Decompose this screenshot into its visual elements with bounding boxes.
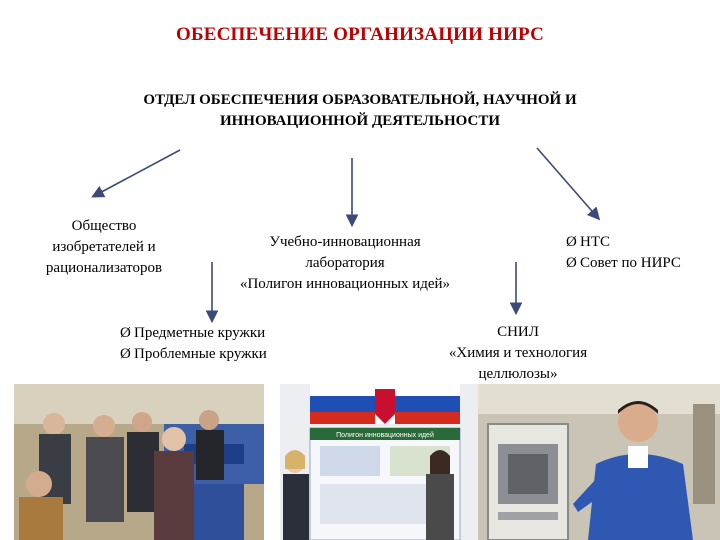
arrow-to-ntc — [536, 147, 601, 221]
department-heading: ОТДЕЛ ОБЕСПЕЧЕНИЯ ОБРАЗОВАТЕЛЬНОЙ, НАУЧН… — [60, 90, 660, 132]
arrow-bullet-icon: Ø — [566, 234, 577, 250]
node-line: целлюлозы» — [478, 366, 558, 382]
node-line: «Полигон инновационных идей» — [239, 276, 451, 292]
arrow-to-society — [91, 149, 181, 198]
arrow-bullet-icon: Ø — [120, 325, 131, 341]
node-line: Общество — [71, 218, 137, 234]
node-snil-lab: СНИЛ «Химия и технология целлюлозы» — [410, 322, 626, 385]
node-line: Учебно-инновационная — [269, 234, 421, 250]
node-line: рационализаторов — [45, 260, 163, 276]
department-line: ОТДЕЛ ОБЕСПЕЧЕНИЯ ОБРАЗОВАТЕЛЬНОЙ, НАУЧН… — [143, 92, 577, 108]
node-line: СНИЛ — [497, 324, 539, 340]
arrow-bullet-icon: Ø — [566, 255, 577, 271]
node-innovation-lab: Учебно-инновационная лаборатория «Полиго… — [205, 232, 485, 295]
photo-illustration — [14, 384, 264, 540]
poster-title: Полигон инновационных идей — [336, 431, 434, 439]
photo-illustration — [478, 384, 720, 540]
photo-group-at-equipment — [14, 384, 264, 540]
page-title: ОБЕСПЕЧЕНИЕ ОРГАНИЗАЦИИ НИРС — [175, 24, 545, 45]
photo-poster-with-flags: Полигон инновационных идей — [280, 384, 490, 540]
department-line: ИННОВАЦИОННОЙ ДЕЯТЕЛЬНОСТИ — [219, 113, 501, 129]
node-line: изобретателей и — [52, 239, 156, 255]
arrow-bullet-icon: Ø — [120, 346, 131, 362]
node-line: «Химия и технология — [448, 345, 588, 361]
node-line: лаборатория — [305, 255, 385, 271]
photo-illustration: Полигон инновационных идей — [280, 384, 490, 540]
photo-researcher-at-equipment — [478, 384, 720, 540]
node-inventors-society: Общество изобретателей и рационализаторо… — [18, 216, 190, 279]
